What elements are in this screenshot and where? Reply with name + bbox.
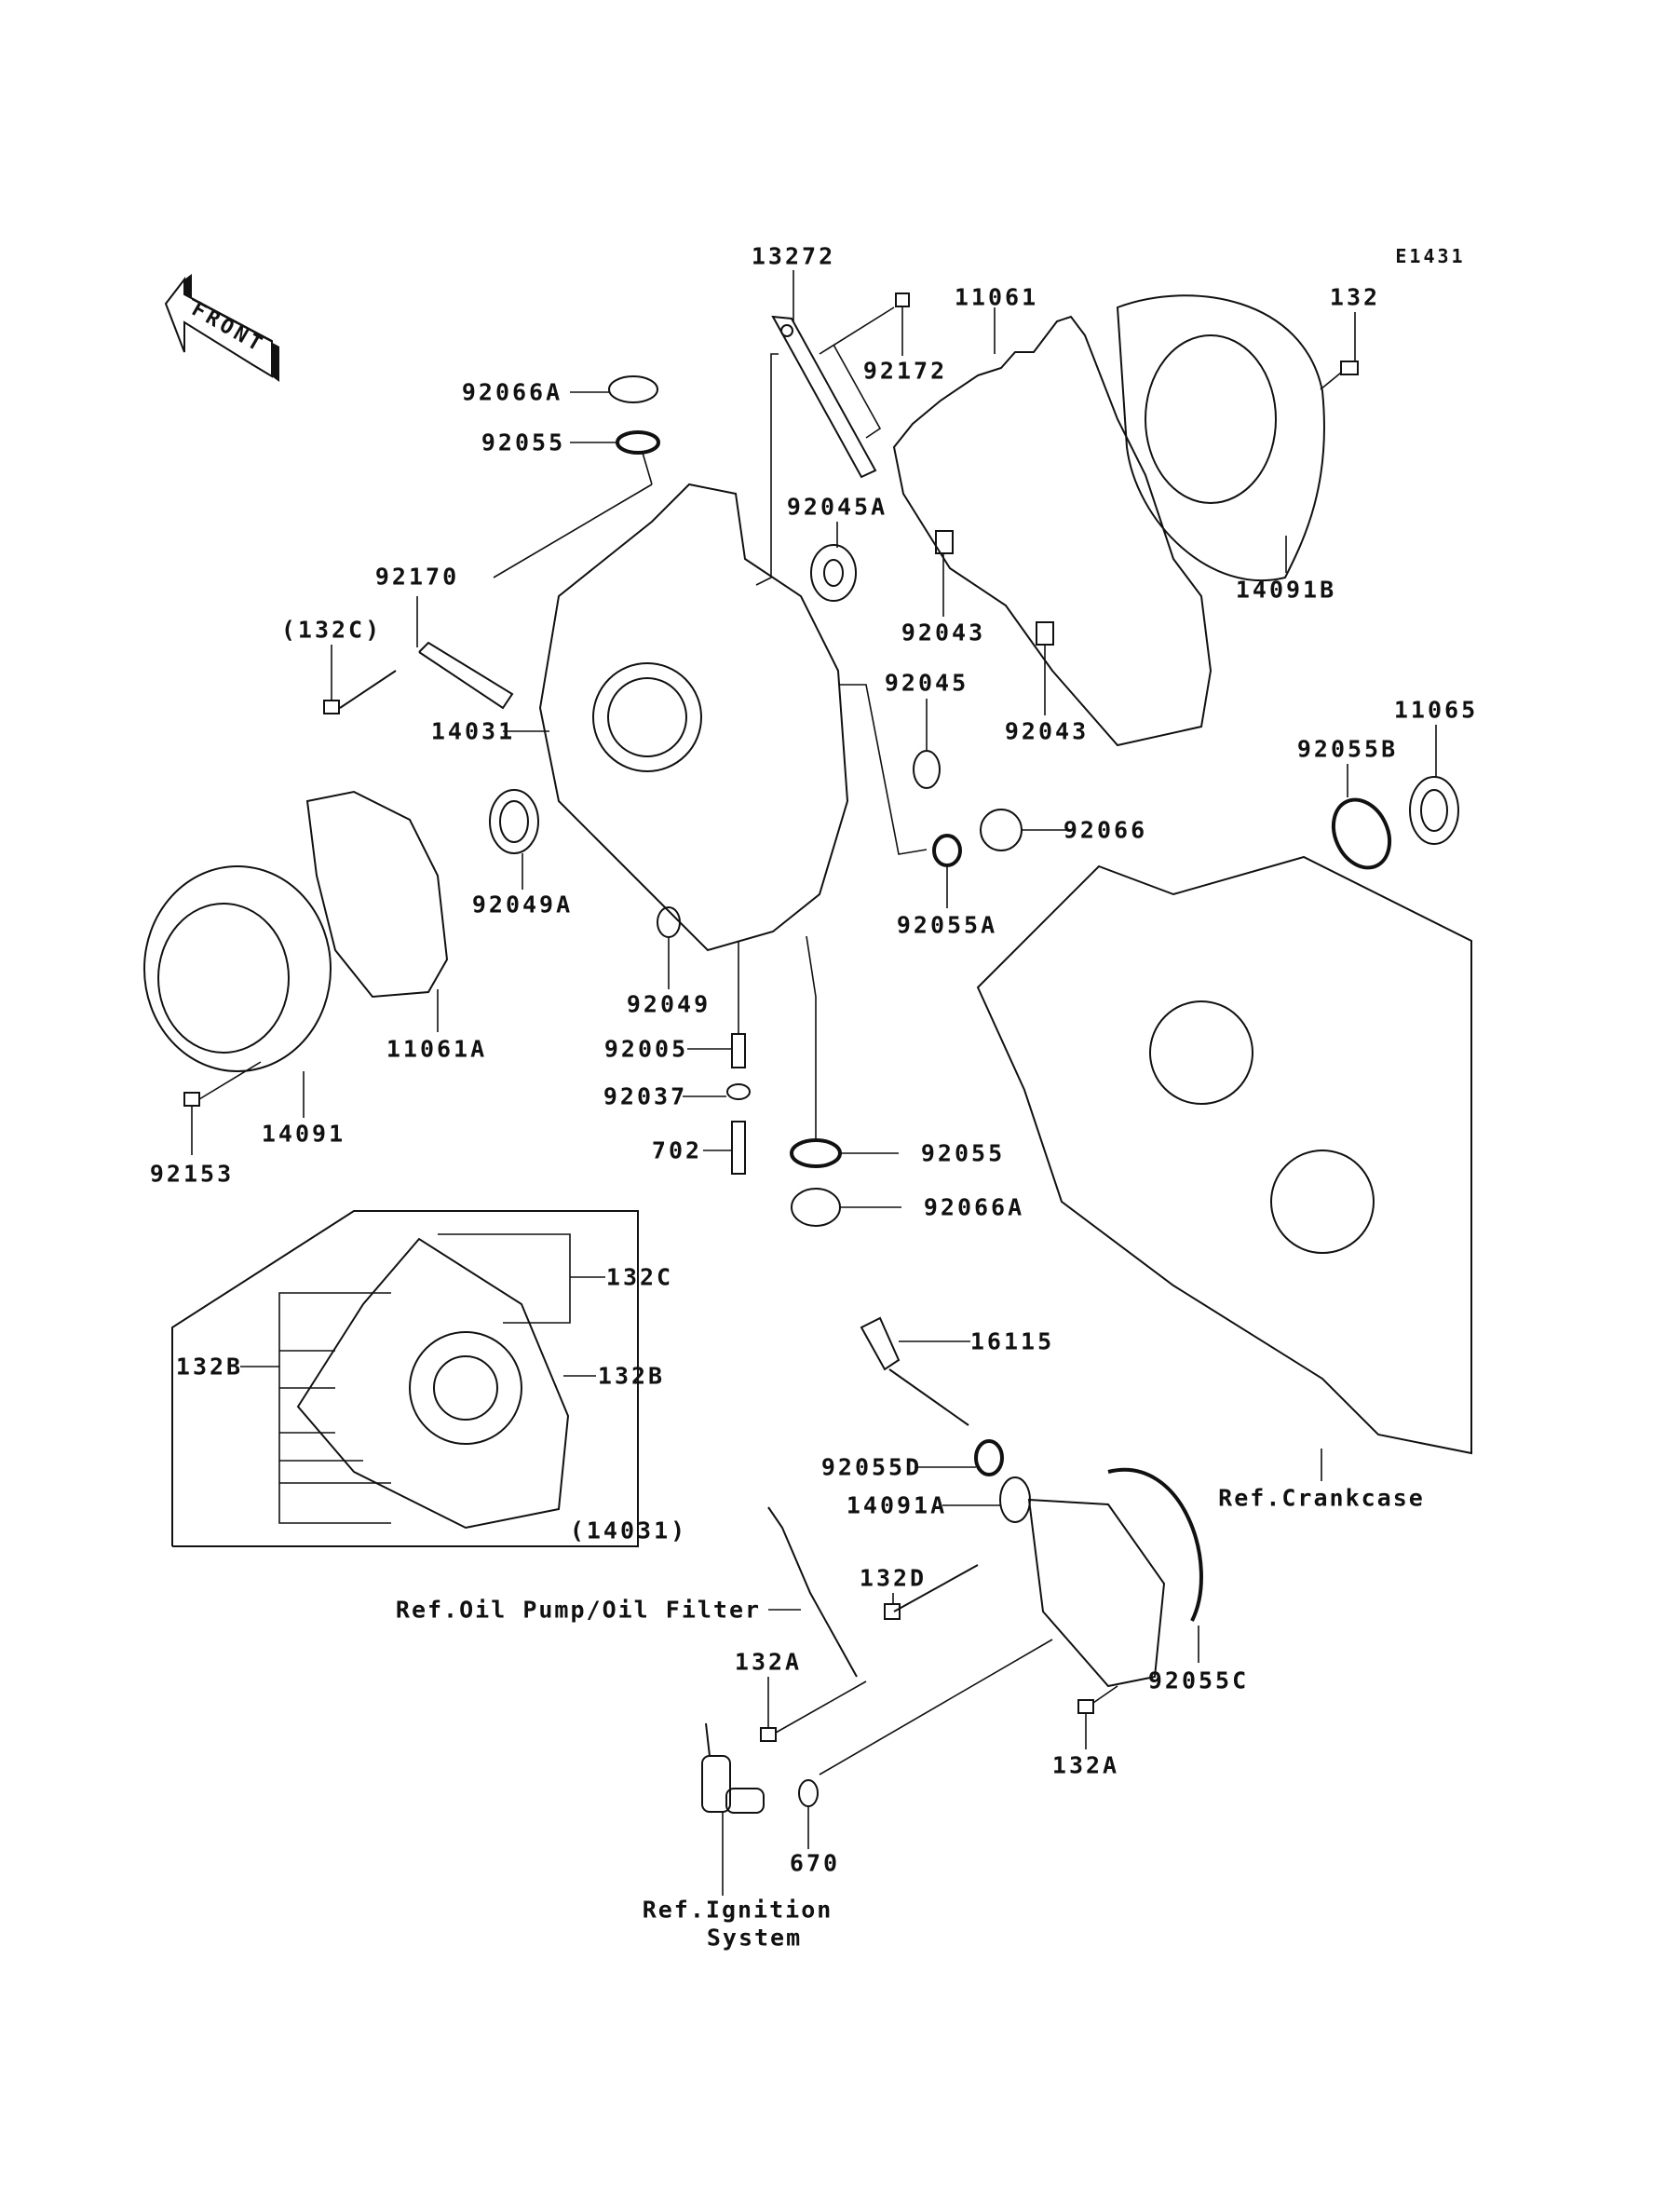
gasket-11061 [892, 307, 1213, 747]
part-label-11061A[interactable]: 11061A [386, 1035, 488, 1063]
gasket-11061A [305, 790, 449, 1032]
part-label-132B-right[interactable]: 132B [597, 1362, 666, 1390]
cover-plate-14091B [1116, 294, 1325, 582]
cover-14091A [942, 1476, 1166, 1688]
cover-14031 [493, 483, 849, 952]
part-label-11065[interactable]: 11065 [1393, 696, 1479, 724]
bolt-92172 [895, 293, 910, 356]
part-label-92055B[interactable]: 92055B [1296, 735, 1399, 763]
part-label-132C-ref[interactable]: (132C) [280, 616, 383, 644]
guide-92170 [323, 596, 514, 714]
part-label-92055C[interactable]: 92055C [1147, 1667, 1250, 1694]
ignition-sensor [701, 1722, 765, 1896]
chain-guide-part [755, 270, 895, 586]
part-label-13272[interactable]: 13272 [751, 242, 836, 270]
front-arrow-icon [164, 274, 279, 382]
plug-92066A-top [570, 375, 658, 403]
part-label-92066A-mid[interactable]: 92066A [923, 1193, 1025, 1221]
oring-92055A [932, 834, 962, 908]
part-label-14091A[interactable]: 14091A [846, 1491, 948, 1519]
bolt-132A-right [1077, 1685, 1118, 1749]
bolt-132 [1320, 312, 1359, 390]
bolt-132D [884, 1564, 979, 1620]
ref-ignition-label[interactable]: Ref.Ignition [642, 1896, 833, 1924]
part-label-92055[interactable]: 92055 [481, 429, 566, 456]
dipstick-16115 [860, 1316, 970, 1426]
pipe-702 [703, 1121, 746, 1175]
part-label-92055A[interactable]: 92055A [896, 911, 998, 939]
part-label-670[interactable]: 670 [789, 1849, 841, 1877]
oring-92055-top [570, 430, 660, 485]
plug-92066 [980, 809, 1066, 851]
part-label-92049A[interactable]: 92049A [471, 891, 574, 918]
oil-pump-pipe [767, 1506, 858, 1678]
seal-92049 [657, 906, 681, 989]
part-label-132C[interactable]: 132C [605, 1263, 674, 1291]
part-label-92153[interactable]: 92153 [149, 1160, 235, 1188]
ref-oil-pump-label[interactable]: Ref.Oil Pump/Oil Filter [395, 1596, 762, 1624]
part-label-132A-left[interactable]: 132A [734, 1648, 803, 1676]
oring-92055C [1107, 1467, 1203, 1663]
fitting-92005 [687, 941, 746, 1068]
oring-92055B [1331, 764, 1392, 870]
part-label-14031[interactable]: 14031 [430, 717, 516, 745]
clip-92037 [683, 1083, 751, 1100]
part-label-92066A[interactable]: 92066A [461, 378, 563, 406]
part-label-92045[interactable]: 92045 [884, 669, 969, 697]
ref-ignition-label-line2: System [706, 1924, 803, 1952]
crankcase-outline [976, 855, 1472, 1481]
bolt-132A-left [760, 1677, 867, 1742]
dowel-pins [935, 530, 1054, 715]
part-label-132B-left[interactable]: 132B [175, 1353, 244, 1381]
bolt-92153 [183, 1061, 262, 1155]
diagram-code: E1431 [1395, 245, 1466, 267]
bearing-92045A [810, 522, 857, 602]
ref-crankcase-label[interactable]: Ref.Crankcase [1218, 1484, 1425, 1512]
oring-92055D [915, 1439, 1004, 1476]
part-label-11061[interactable]: 11061 [954, 283, 1039, 311]
part-label-92049[interactable]: 92049 [626, 990, 711, 1018]
part-label-92055D[interactable]: 92055D [820, 1453, 923, 1481]
seal-92049A [489, 789, 539, 890]
part-label-92043-b[interactable]: 92043 [1004, 717, 1090, 745]
plug-92066A-mid [791, 1188, 901, 1227]
inset-caption-14031: (14031) [569, 1517, 688, 1544]
oring-670 [798, 1639, 1053, 1849]
cover-14091 [143, 865, 332, 1118]
part-label-92055-mid[interactable]: 92055 [920, 1139, 1006, 1167]
part-label-16115[interactable]: 16115 [969, 1327, 1055, 1355]
part-label-92045A[interactable]: 92045A [786, 493, 888, 521]
inset-box [171, 1210, 639, 1547]
part-label-92037[interactable]: 92037 [603, 1082, 688, 1110]
part-label-14091[interactable]: 14091 [261, 1120, 346, 1148]
part-label-14091B[interactable]: 14091B [1235, 576, 1337, 604]
part-label-92005[interactable]: 92005 [603, 1035, 689, 1063]
part-label-132D[interactable]: 132D [859, 1564, 928, 1592]
seal-11065 [1409, 725, 1459, 845]
part-label-92043[interactable]: 92043 [901, 619, 986, 646]
part-label-92066[interactable]: 92066 [1063, 816, 1148, 844]
part-label-92170[interactable]: 92170 [374, 563, 460, 591]
oring-92055-mid [790, 935, 899, 1168]
part-label-92172[interactable]: 92172 [862, 357, 948, 385]
part-label-132A-right[interactable]: 132A [1051, 1751, 1120, 1779]
part-label-132[interactable]: 132 [1329, 283, 1381, 311]
part-label-702[interactable]: 702 [651, 1136, 703, 1164]
bearing-92045 [838, 684, 941, 855]
